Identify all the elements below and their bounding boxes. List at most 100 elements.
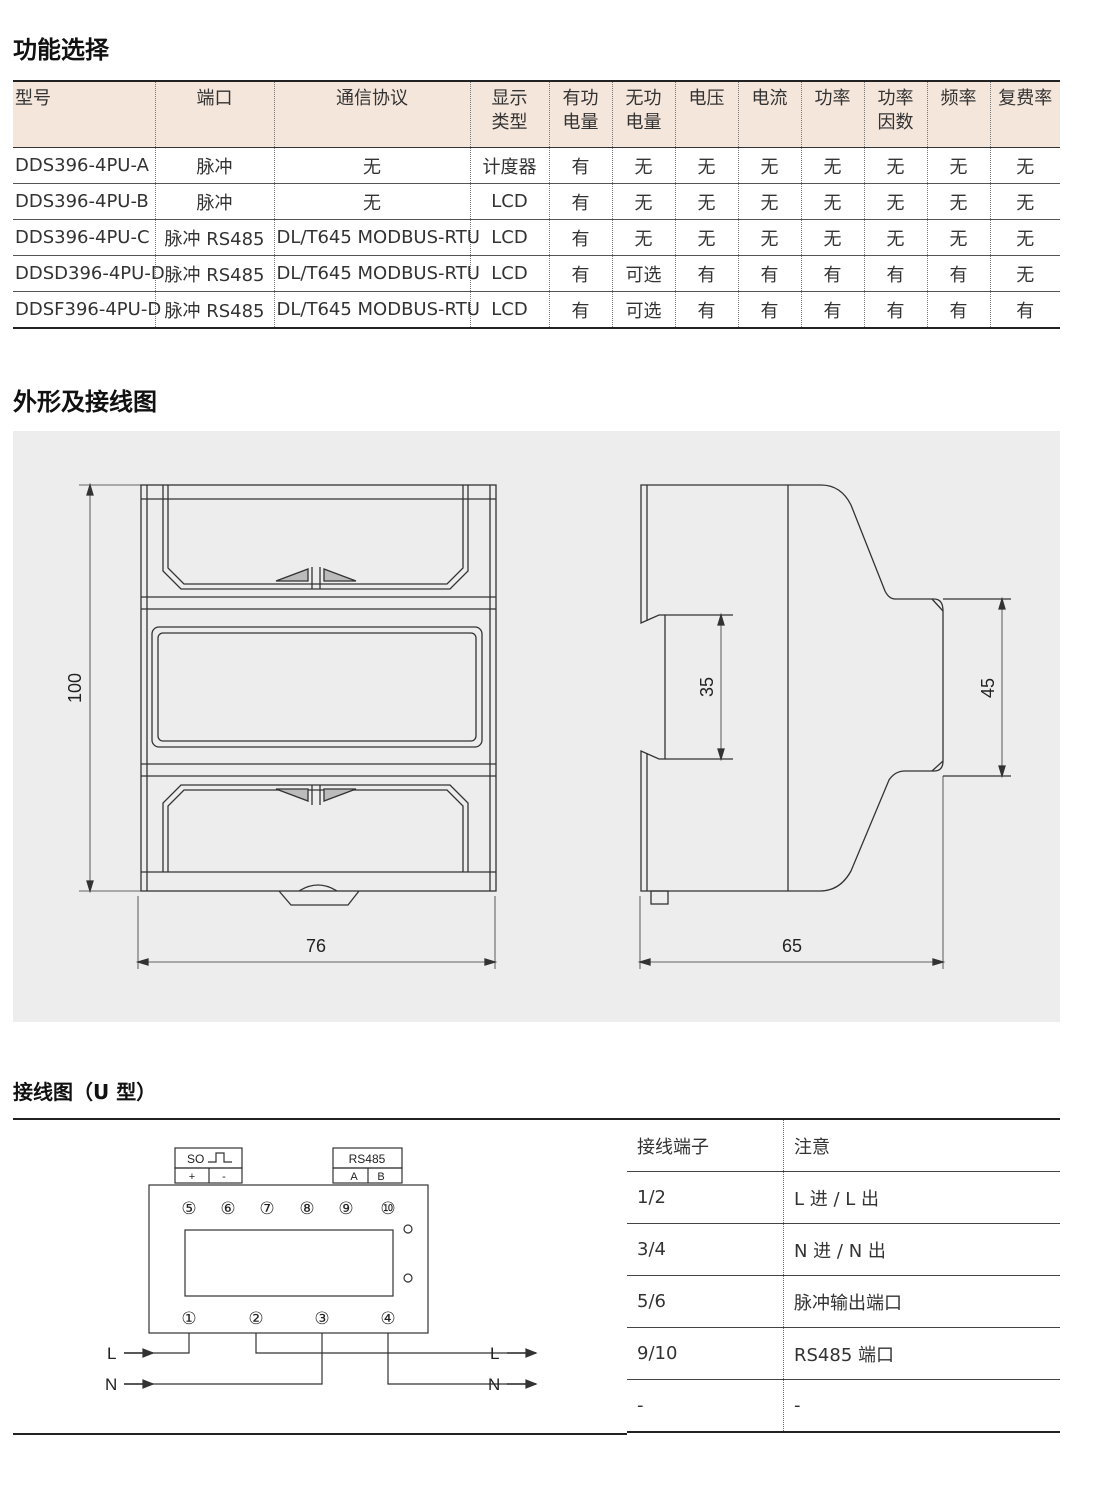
rs485-a-label: A xyxy=(350,1171,358,1183)
model-cell: DDSD396-4PU-D xyxy=(13,255,165,292)
table-cell: 无 xyxy=(927,147,991,184)
table-cell: 计度器 xyxy=(470,147,550,184)
terminal-cell: 9/10 xyxy=(627,1327,784,1380)
dim-rail-label: 35 xyxy=(697,677,717,697)
column-header: 无功电量 xyxy=(612,80,676,148)
table-cell: 脉冲 xyxy=(155,147,275,184)
table-cell: 有 xyxy=(675,255,739,292)
table-cell: 无 xyxy=(990,147,1060,184)
table-cell: DL/T645 MODBUS-RTU xyxy=(274,219,480,256)
wiring-diagram: SO + - RS485 A B ⑤ ⑥ ⑦ ⑧ ⑨ ⑩ ① ② ③ ④ xyxy=(13,1118,627,1434)
dim-height-label: 100 xyxy=(65,673,85,703)
table-cell: 无 xyxy=(612,183,676,220)
section-title-outline: 外形及接线图 xyxy=(13,388,157,416)
model-cell: DDS396-4PU-A xyxy=(13,147,156,184)
column-header: 复费率 xyxy=(990,80,1060,148)
table-cell: 无 xyxy=(990,183,1060,220)
note-cell: - xyxy=(783,1379,1060,1433)
table-cell: 无 xyxy=(738,219,802,256)
terminal-9: ⑨ xyxy=(338,1199,353,1218)
so-plus-label: + xyxy=(189,1171,195,1183)
table-cell: LCD xyxy=(470,183,550,220)
wire-n-in xyxy=(124,1333,323,1385)
table-cell: 有 xyxy=(549,183,613,220)
table-row: -- xyxy=(627,1379,1060,1433)
table-cell: 有 xyxy=(801,255,865,292)
table-cell: 无 xyxy=(612,147,676,184)
table-cell: 脉冲 xyxy=(155,183,275,220)
table-cell: 无 xyxy=(990,255,1060,292)
table-cell: 无 xyxy=(927,183,991,220)
wiring-bottom-rule xyxy=(13,1433,627,1435)
terminal-7: ⑦ xyxy=(259,1199,274,1218)
note-cell: L 进 / L 出 xyxy=(783,1171,1060,1224)
table-cell: DL/T645 MODBUS-RTU xyxy=(274,291,480,329)
column-header: 电压 xyxy=(675,80,739,148)
table-cell: 有 xyxy=(738,255,802,292)
table-cell: 无 xyxy=(927,219,991,256)
so-box xyxy=(174,1147,243,1169)
note-cell: 脉冲输出端口 xyxy=(783,1275,1060,1328)
column-header: 接线端子 xyxy=(627,1118,784,1172)
terminal-2: ② xyxy=(248,1309,263,1328)
table-cell: DL/T645 MODBUS-RTU xyxy=(274,255,480,292)
section-title-function: 功能选择 xyxy=(13,36,109,64)
table-cell: 无 xyxy=(801,147,865,184)
terminal-cell: 1/2 xyxy=(627,1171,784,1224)
so-minus-label: - xyxy=(222,1171,226,1183)
note-cell: RS485 端口 xyxy=(783,1327,1060,1380)
section-title-wiring: 接线图（U 型） xyxy=(13,1080,157,1104)
terminal-6: ⑥ xyxy=(220,1199,235,1218)
table-cell: 可选 xyxy=(612,291,676,329)
column-header: 注意 xyxy=(783,1118,1060,1172)
outline-drawing-panel: 100 76 35 xyxy=(13,431,1060,1022)
left-l-label: L xyxy=(107,1344,116,1363)
table-cell: 有 xyxy=(549,219,613,256)
table-cell: LCD xyxy=(470,291,550,329)
indicator-dot xyxy=(403,1224,413,1234)
table-cell: 可选 xyxy=(612,255,676,292)
column-header: 显示类型 xyxy=(470,80,550,148)
column-header: 功率因数 xyxy=(864,80,928,148)
table-cell: 无 xyxy=(274,147,471,184)
table-cell: LCD xyxy=(470,219,550,256)
dim-depth-label: 65 xyxy=(782,936,802,956)
dim-front-label: 45 xyxy=(978,678,998,698)
table-cell: 无 xyxy=(738,183,802,220)
table-cell: 脉冲 RS485 xyxy=(155,219,275,256)
table-cell: 无 xyxy=(864,219,928,256)
table-cell: 有 xyxy=(738,291,802,329)
wiring-table-header: 接线端子注意 xyxy=(627,1118,1060,1172)
model-cell: DDS396-4PU-C xyxy=(13,219,156,256)
rs485-label: RS485 xyxy=(349,1152,386,1166)
wiring-diagram-svg: SO + - RS485 A B ⑤ ⑥ ⑦ ⑧ ⑨ ⑩ ① ② ③ ④ xyxy=(105,1147,538,1394)
table-cell: 无 xyxy=(990,219,1060,256)
table-cell: 脉冲 RS485 xyxy=(155,291,275,329)
table-cell: 无 xyxy=(675,147,739,184)
note-cell: N 进 / N 出 xyxy=(783,1223,1060,1276)
table-cell: 无 xyxy=(864,147,928,184)
table-cell: 无 xyxy=(675,183,739,220)
wire-l-out xyxy=(255,1333,536,1354)
wire-n-out xyxy=(387,1333,536,1385)
wire-l-in xyxy=(124,1333,190,1354)
model-cell: DDS396-4PU-B xyxy=(13,183,156,220)
column-header: 有功电量 xyxy=(549,80,613,148)
right-l-label: L xyxy=(490,1344,499,1363)
terminal-10: ⑩ xyxy=(380,1199,395,1218)
terminal-8: ⑧ xyxy=(299,1199,314,1218)
meter-body xyxy=(148,1184,429,1334)
table-cell: 有 xyxy=(927,291,991,329)
right-n-label: N xyxy=(488,1375,500,1394)
terminal-cell: 3/4 xyxy=(627,1223,784,1276)
model-cell: DDSF396-4PU-D xyxy=(13,291,161,329)
